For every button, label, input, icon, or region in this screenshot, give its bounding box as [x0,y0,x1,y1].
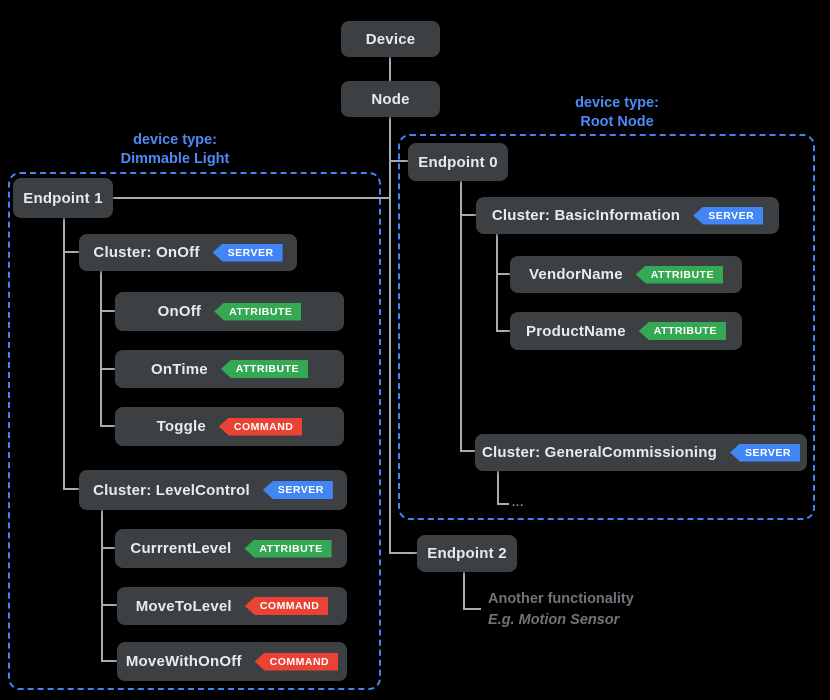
connector-line [100,368,115,370]
connector-line [100,425,115,427]
dimmable-light-group-outline [8,172,381,690]
connector-line [100,271,102,427]
connector-line [101,660,117,662]
device-type-label: device type: [133,132,217,148]
connector-line [460,214,476,216]
cluster-level-control-label: Cluster: LevelControl [93,481,250,499]
connector-line [463,572,465,610]
dimmable-light-group-label: device type: Dimmable Light [45,131,305,169]
cluster-basic-information-box: Cluster: BasicInformation SERVER [476,197,779,234]
ontime-attribute-box: OnTime ATTRIBUTE [115,350,344,388]
device-type-name: Root Node [580,114,654,130]
device-label: Device [365,30,416,48]
connector-line [460,450,475,452]
device-type-name: Dimmable Light [120,151,230,167]
endpoint-2-box: Endpoint 2 [417,535,517,572]
cluster-level-control-box: Cluster: LevelControl SERVER [79,470,347,510]
cluster-general-commissioning-label: Cluster: GeneralCommissioning [481,444,717,461]
currrent-level-label: CurrrentLevel [130,540,232,557]
move-to-level-command-box: MoveToLevel COMMAND [117,587,347,625]
connector-line [389,552,417,554]
cluster-onoff-box: Cluster: OnOff SERVER [79,234,297,271]
connector-line [389,57,391,81]
cluster-general-commissioning-box: Cluster: GeneralCommissioning SERVER [475,434,807,471]
server-badge: SERVER [212,243,283,262]
endpoint-2-note-line1: Another functionality [488,591,634,607]
ontime-label: OnTime [151,360,208,378]
cluster-basic-information-label: Cluster: BasicInformation [491,207,681,224]
server-badge: SERVER [730,443,800,462]
command-badge: COMMAND [254,652,339,671]
endpoint-2-label: Endpoint 2 [427,545,507,562]
connector-line [113,197,389,199]
vendor-name-label: VendorName [529,266,623,283]
connector-line [100,310,115,312]
device-box: Device [341,21,440,57]
endpoint-2-note: Another functionality E.g. Motion Sensor [488,589,634,631]
endpoint-1-box: Endpoint 1 [13,178,113,218]
connector-line [460,181,462,452]
node-box: Node [341,81,440,117]
endpoint-1-label: Endpoint 1 [23,189,103,207]
vendor-name-attribute-box: VendorName ATTRIBUTE [510,256,742,293]
move-with-onoff-label: MoveWithOnOff [125,653,242,670]
currrent-level-attribute-box: CurrrentLevel ATTRIBUTE [115,529,347,568]
endpoint-0-label: Endpoint 0 [418,153,498,171]
node-label: Node [371,90,410,108]
move-to-level-label: MoveToLevel [135,597,232,615]
connector-line [101,604,117,606]
server-badge: SERVER [693,206,764,225]
command-badge: COMMAND [244,597,329,615]
attribute-badge: ATTRIBUTE [220,360,308,378]
onoff-label: OnOff [157,303,202,320]
product-name-label: ProductName [526,322,626,340]
toggle-command-box: Toggle COMMAND [115,407,344,446]
server-badge: SERVER [262,481,333,499]
connector-line [496,234,498,332]
connector-line [101,510,103,662]
connector-line [101,547,115,549]
root-node-group-label: device type: Root Node [487,94,747,132]
toggle-label: Toggle [156,418,206,435]
ellipsis-text: ... [512,497,525,509]
cluster-onoff-label: Cluster: OnOff [93,244,200,261]
connector-line [63,218,65,490]
move-with-onoff-command-box: MoveWithOnOff COMMAND [117,642,347,681]
device-type-label: device type: [575,95,659,111]
product-name-attribute-box: ProductName ATTRIBUTE [510,312,742,350]
endpoint-2-note-line2: E.g. Motion Sensor [488,612,620,628]
attribute-badge: ATTRIBUTE [244,539,332,558]
connector-line [497,503,509,505]
onoff-attribute-box: OnOff ATTRIBUTE [115,292,344,331]
root-node-group-outline [398,134,815,520]
connector-line [389,117,391,554]
connector-line [463,608,481,610]
attribute-badge: ATTRIBUTE [638,322,726,340]
connector-line [63,488,79,490]
attribute-badge: ATTRIBUTE [635,265,723,284]
endpoint-0-box: Endpoint 0 [408,143,508,181]
connector-line [63,251,79,253]
connector-line [496,330,510,332]
command-badge: COMMAND [218,417,303,436]
connector-line [497,471,499,505]
attribute-badge: ATTRIBUTE [214,302,302,321]
connector-line [496,273,510,275]
